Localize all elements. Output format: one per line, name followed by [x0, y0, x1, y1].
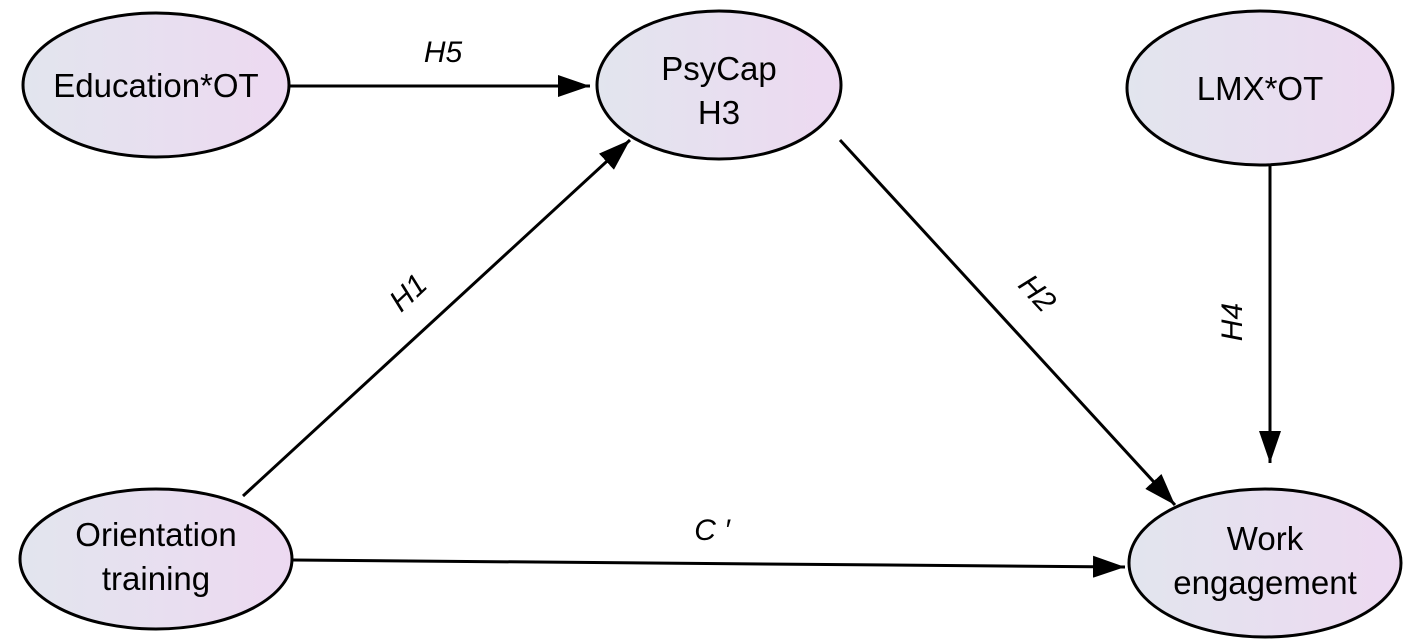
edge-c-prime — [292, 555, 1126, 578]
edge-label-h4: H4 — [1216, 303, 1249, 341]
node-psycap-label-line2: H3 — [698, 94, 740, 131]
node-psycap: PsyCap H3 — [595, 9, 843, 161]
node-work-engagement-label-line2: engagement — [1173, 564, 1356, 601]
edge-label-c-prime: C ′ — [694, 514, 731, 547]
node-orientation-training-label-line1: Orientation — [75, 516, 236, 553]
node-work-engagement-shape — [1127, 487, 1403, 639]
edge-h2 — [838, 138, 1177, 507]
node-lmx-ot: LMX*OT — [1125, 9, 1395, 167]
node-education-ot-label: Education*OT — [53, 67, 258, 104]
edge-label-h2: H2 — [1012, 268, 1063, 319]
node-education-ot: Education*OT — [21, 11, 291, 159]
node-orientation-training-shape — [18, 487, 294, 631]
node-work-engagement-label-line1: Work — [1227, 520, 1304, 557]
node-education-ot-shape — [21, 11, 291, 159]
edge-label-h1: H1 — [383, 268, 434, 318]
node-lmx-ot-shape — [1125, 9, 1395, 167]
node-lmx-ot-label: LMX*OT — [1197, 70, 1324, 107]
node-psycap-label-line1: PsyCap — [661, 50, 777, 87]
edge-h1 — [241, 138, 632, 498]
edge-label-h5: H5 — [424, 36, 463, 69]
node-orientation-training-label-line2: training — [102, 560, 210, 597]
node-psycap-shape — [595, 9, 843, 161]
node-orientation-training: Orientation training — [18, 487, 294, 631]
node-work-engagement: Work engagement — [1127, 487, 1403, 639]
